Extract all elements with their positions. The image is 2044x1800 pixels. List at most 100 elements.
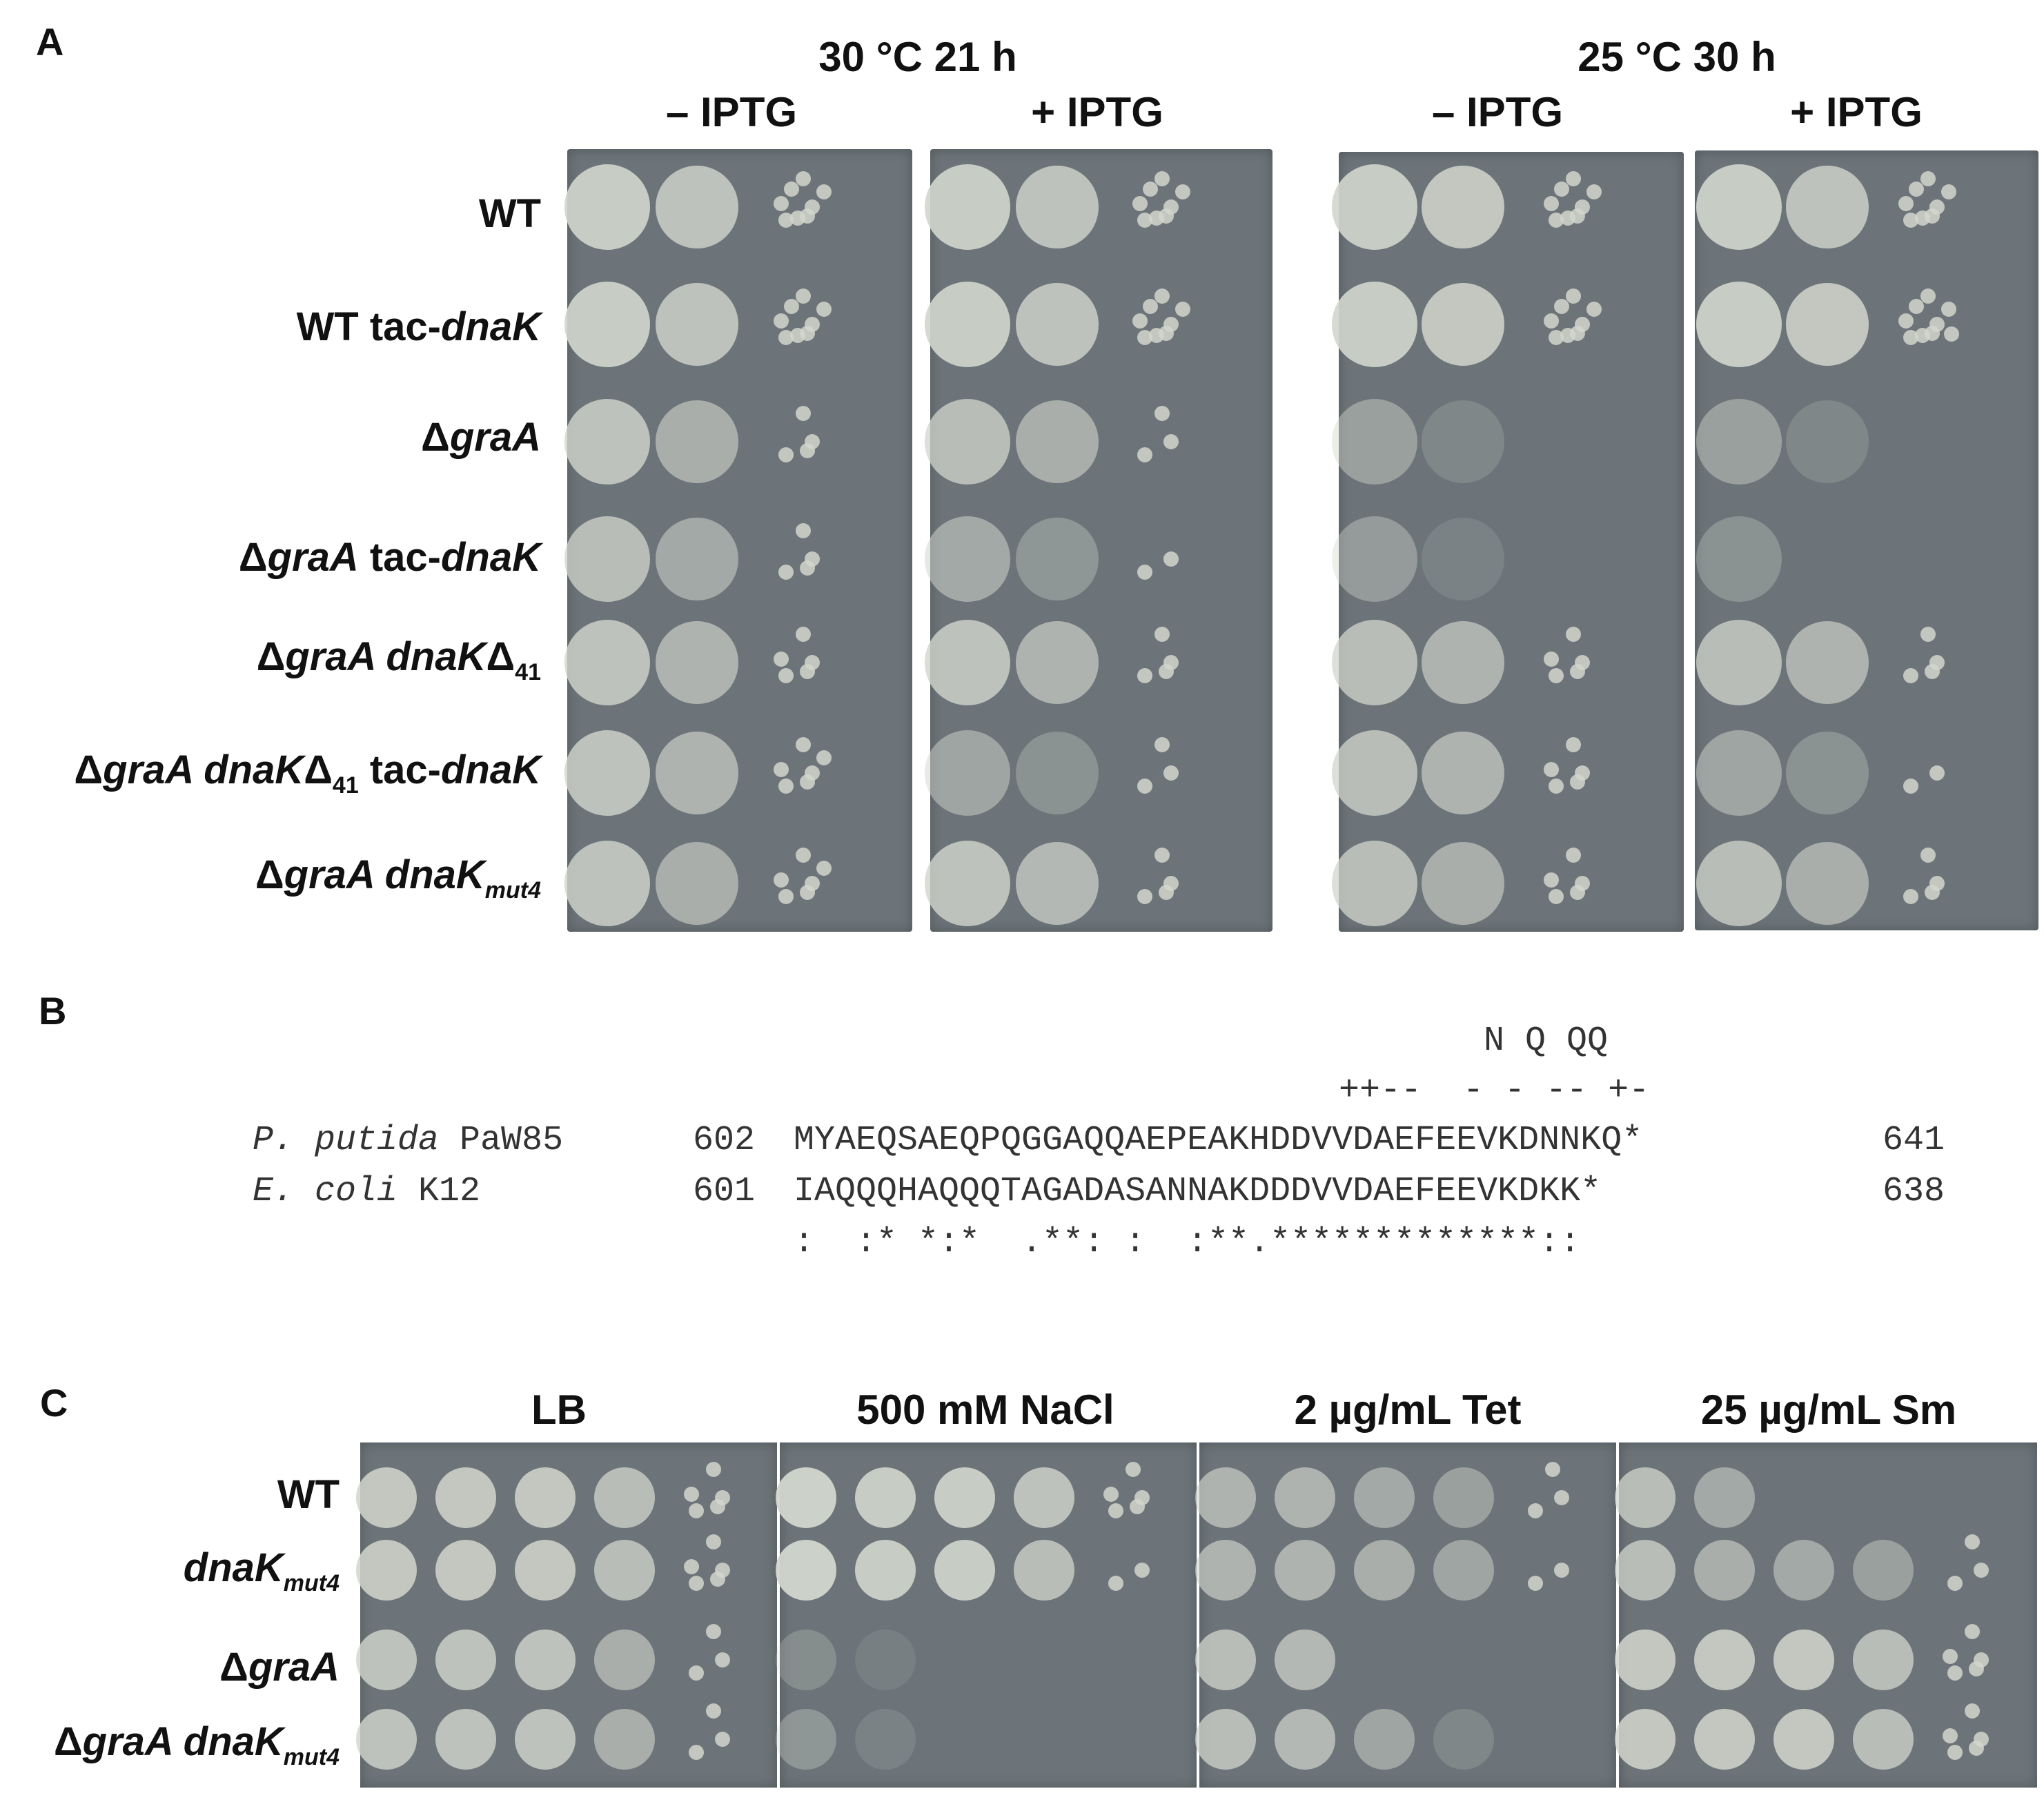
colony-cluster (1548, 889, 1564, 905)
colony-spot (564, 164, 650, 250)
colony-cluster (1163, 765, 1179, 781)
iptg-minus-30c: – IPTG (665, 89, 798, 135)
strain-label-dgraa-dnak-d41: ΔgraA dnaKΔ41 (256, 634, 541, 685)
colony-cluster (1527, 1576, 1543, 1592)
colony-spot (1433, 1709, 1494, 1770)
colony-cluster (773, 872, 789, 888)
colony-spot (564, 841, 650, 926)
colony-cluster (1108, 1503, 1123, 1519)
colony-cluster (1130, 1499, 1146, 1515)
colony-spot (1422, 518, 1504, 600)
colony-spot (656, 621, 738, 704)
colony-cluster (773, 651, 789, 667)
colony-cluster (1137, 213, 1152, 228)
colony-spot (1195, 1467, 1256, 1528)
colony-spot (1422, 283, 1504, 366)
colony-cluster (1964, 1703, 1980, 1719)
colony-cluster (1148, 328, 1164, 344)
colony-cluster (1154, 406, 1170, 422)
colony-cluster (800, 443, 816, 459)
colony-spot (594, 1630, 655, 1690)
colony-cluster (710, 1572, 726, 1587)
colony-spot (1694, 1709, 1755, 1770)
colony-cluster (1132, 313, 1148, 329)
colony-cluster (816, 750, 832, 766)
colony-cluster (1570, 774, 1586, 790)
colony-spot (1332, 399, 1417, 485)
panel-a-letter: A (36, 20, 64, 63)
colony-cluster (1142, 182, 1158, 197)
colony-spot (594, 1467, 655, 1528)
colony-spot (925, 730, 1010, 816)
colony-cluster (1941, 184, 1957, 200)
colony-spot (1422, 621, 1504, 704)
colony-cluster (1565, 848, 1581, 863)
medium-lb: LB (531, 1387, 587, 1433)
colony-spot (1786, 732, 1869, 814)
colony-spot (564, 516, 650, 602)
colony-spot (564, 399, 650, 485)
colony-cluster (1553, 182, 1569, 197)
colony-spot (1332, 164, 1417, 250)
colony-spot (656, 732, 738, 814)
colony-cluster (795, 627, 811, 643)
colony-cluster (778, 330, 794, 346)
colony-cluster (1154, 171, 1170, 187)
colony-spot (1696, 516, 1782, 602)
colony-cluster (1108, 1576, 1123, 1592)
colony-spot (656, 166, 738, 248)
ppu-start: 602 (693, 1121, 756, 1160)
colony-cluster (1544, 1462, 1560, 1478)
colony-cluster (710, 1499, 726, 1515)
colony-spot (656, 283, 738, 366)
colony-spot (855, 1540, 916, 1601)
colony-cluster (683, 1486, 699, 1502)
colony-cluster (1925, 664, 1940, 680)
colony-cluster (705, 1624, 721, 1640)
colony-spot (435, 1540, 496, 1601)
medium-nacl: 500 mM NaCl (856, 1387, 1114, 1433)
colony-spot (1016, 518, 1099, 600)
colony-spot (1354, 1540, 1415, 1601)
c-label-dgraa-dnak-mut4: ΔgraA dnaKmut4 (53, 1719, 340, 1770)
colony-cluster (714, 1652, 730, 1667)
colony-cluster (1159, 664, 1175, 680)
colony-cluster (783, 299, 799, 315)
colony-spot (435, 1630, 496, 1690)
colony-spot (1696, 164, 1782, 250)
colony-cluster (1163, 551, 1179, 567)
colony-spot (1016, 166, 1099, 248)
colony-spot (1275, 1709, 1335, 1770)
colony-spot (515, 1709, 576, 1770)
colony-cluster (1527, 1503, 1543, 1519)
colony-spot (1422, 842, 1504, 925)
colony-cluster (1560, 328, 1575, 344)
colony-cluster (783, 182, 799, 197)
colony-spot (594, 1540, 655, 1601)
colony-cluster (1137, 565, 1152, 580)
eco-sequence: IAQQQHAQQQTAGADASANNAKDDDVVDAEFEEVKDKK* (794, 1172, 1602, 1211)
colony-spot (1696, 841, 1782, 926)
charge-line: ++-- - - -- +- (1339, 1071, 1650, 1111)
colony-cluster (795, 848, 811, 863)
colony-spot (1016, 283, 1099, 366)
colony-spot (925, 841, 1010, 926)
colony-spot (1615, 1709, 1676, 1770)
substitution-line: N Q QQ (1484, 1021, 1609, 1061)
colony-cluster (1560, 211, 1575, 226)
colony-cluster (1543, 195, 1559, 211)
colony-cluster (816, 302, 832, 317)
colony-cluster (705, 1703, 721, 1719)
colony-cluster (1565, 288, 1581, 304)
eco-end: 638 (1883, 1172, 1945, 1211)
colony-cluster (705, 1462, 721, 1478)
colony-cluster (1969, 1741, 1985, 1757)
colony-spot (1786, 842, 1869, 925)
colony-spot (435, 1467, 496, 1528)
colony-cluster (1947, 1576, 1963, 1592)
colony-cluster (1154, 288, 1170, 304)
colony-cluster (1920, 848, 1936, 863)
colony-cluster (1565, 737, 1581, 753)
colony-cluster (795, 406, 811, 422)
colony-spot (564, 282, 650, 367)
